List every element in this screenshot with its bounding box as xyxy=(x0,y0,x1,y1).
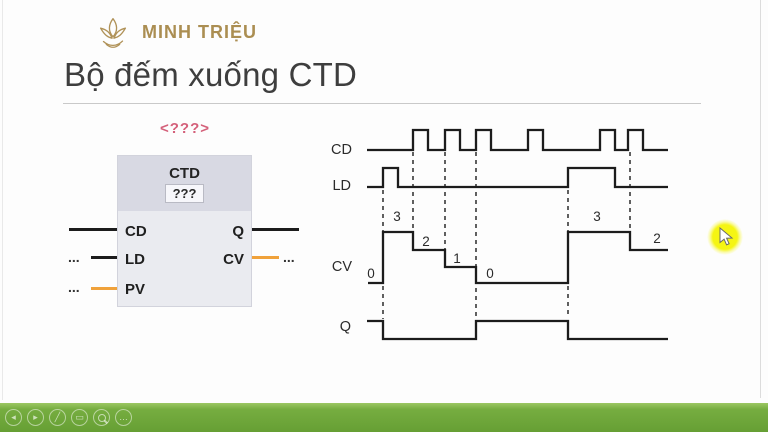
waveform-cv xyxy=(368,230,668,285)
pv-wire xyxy=(91,287,117,290)
cv-wire xyxy=(252,256,279,259)
timing-diagram: CD LD CV Q 0 3 2 1 0 3 2 xyxy=(331,128,668,341)
slide-right-edge xyxy=(760,0,761,398)
brand-name: MINH TRIỆU xyxy=(142,21,257,42)
ctd-function-block: CTD ??? CD LD PV Q CV xyxy=(117,155,252,307)
ld-wire xyxy=(91,256,117,259)
signal-label-cv: CV xyxy=(332,259,352,275)
count-value: 3 xyxy=(593,209,601,224)
count-value: 1 xyxy=(453,251,461,266)
q-wire xyxy=(252,228,299,231)
pen-button[interactable]: ╱ xyxy=(49,409,66,426)
brand-logo: MINH TRIỆU xyxy=(92,12,257,52)
eraser-button[interactable]: ▭ xyxy=(71,409,88,426)
more-button[interactable]: … xyxy=(115,409,132,426)
previous-icon: ◂ xyxy=(11,412,16,422)
block-name: CTD xyxy=(169,164,200,182)
cv-wire-dots: ... xyxy=(283,249,295,265)
magnifier-button[interactable] xyxy=(93,409,110,426)
page-title: Bộ đếm xuống CTD xyxy=(64,56,357,93)
block-operand: ??? xyxy=(164,183,205,203)
count-value: 2 xyxy=(653,231,661,246)
signal-label-cd: CD xyxy=(331,142,352,158)
mouse-pointer-icon xyxy=(719,227,734,246)
block-header: CTD ??? xyxy=(118,156,251,211)
eraser-icon: ▭ xyxy=(75,412,84,422)
title-divider xyxy=(63,103,701,104)
more-icon: … xyxy=(119,412,128,422)
signal-label-q: Q xyxy=(340,319,351,335)
bottom-toolbar: ◂ ▸ ╱ ▭ … xyxy=(0,403,768,432)
signal-label-ld: LD xyxy=(332,178,351,194)
count-value: 2 xyxy=(422,234,430,249)
block-tag: <???> xyxy=(159,120,210,137)
cd-wire xyxy=(69,228,117,231)
ld-wire-dots: ... xyxy=(68,249,80,265)
block-output-q: Q xyxy=(232,223,244,240)
count-value: 3 xyxy=(393,209,401,224)
pv-wire-dots: ... xyxy=(68,279,80,295)
count-value: 0 xyxy=(367,266,375,281)
waveform-ld xyxy=(367,166,668,189)
lotus-icon xyxy=(99,17,127,48)
block-output-cv: CV xyxy=(223,251,244,268)
next-button[interactable]: ▸ xyxy=(27,409,44,426)
magnifier-icon xyxy=(97,413,106,422)
waveform-cd xyxy=(367,128,668,152)
next-icon: ▸ xyxy=(33,412,38,422)
count-value: 0 xyxy=(486,266,494,281)
block-input-cd: CD xyxy=(125,223,147,240)
block-input-ld: LD xyxy=(125,251,145,268)
previous-button[interactable]: ◂ xyxy=(5,409,22,426)
waveform-q xyxy=(367,319,668,341)
block-input-pv: PV xyxy=(125,281,146,298)
slide-left-edge xyxy=(2,0,3,400)
pen-icon: ╱ xyxy=(54,412,61,422)
